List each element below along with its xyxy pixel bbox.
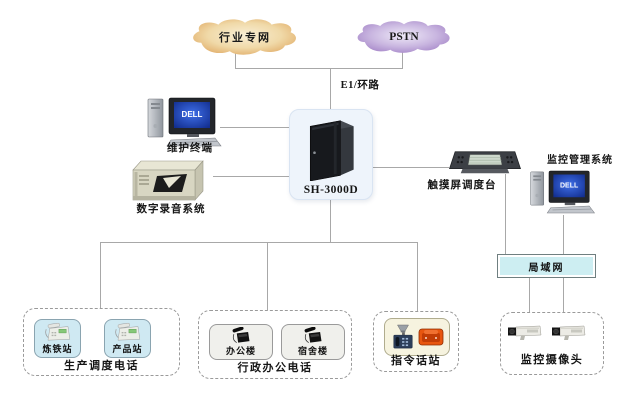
connector-line — [100, 242, 101, 308]
server-cabinet-icon — [309, 120, 354, 181]
touch-console-label: 触摸屏调度台 — [427, 179, 497, 191]
server-node: SH-3000D — [289, 109, 373, 200]
recording-system-node — [128, 158, 208, 209]
loudspeaker-phone-icon — [392, 324, 413, 349]
station-card-chanpin: 产品站 — [104, 319, 151, 358]
recording-system-label: 数字录音系统 — [136, 203, 206, 215]
camera-icon — [552, 325, 586, 340]
group-production-dispatch: 炼铁站 产品站 生产调度电话 — [23, 308, 180, 376]
connector-line — [402, 48, 403, 68]
touch-console-node — [445, 149, 525, 182]
group-cameras: 监控摄像头 — [500, 312, 604, 375]
mine-phone-icon — [418, 328, 443, 346]
connector-line — [505, 174, 506, 254]
recorder-icon — [132, 160, 204, 201]
maintenance-terminal-label: 维护终端 — [167, 142, 213, 154]
group-label: 行政办公电话 — [237, 362, 313, 374]
station-label: 宿舍楼 — [297, 346, 328, 356]
black-phone-icon — [232, 327, 250, 343]
screen-brand-text: DELL — [560, 183, 579, 190]
connector-line — [267, 242, 268, 310]
monitoring-system-label: 监控管理系统 — [547, 155, 613, 166]
cloud-icon — [193, 19, 296, 55]
connector-line — [100, 242, 418, 243]
group-label: 监控摄像头 — [520, 354, 584, 366]
connector-line — [235, 68, 403, 69]
group-label: 指令话站 — [391, 355, 441, 367]
station-card-sushelou: 宿舍楼 — [281, 324, 345, 360]
trunk-label: E1/环路 — [340, 80, 380, 91]
desktop-pc-icon: DELL — [147, 97, 222, 147]
connector-line — [220, 127, 291, 128]
connector-line — [330, 68, 331, 112]
connector-line — [529, 276, 530, 323]
touch-console-icon — [449, 151, 521, 174]
screen-brand-text: DELL — [182, 110, 203, 119]
monitoring-system-node: DELL — [528, 169, 598, 220]
connector-line — [563, 276, 564, 323]
maintenance-terminal-node: DELL — [145, 96, 225, 153]
command-station-card — [384, 318, 450, 356]
desk-phone-icon — [114, 322, 140, 341]
black-phone-icon — [304, 327, 322, 343]
station-card-lientie: 炼铁站 — [34, 319, 81, 358]
lan-node: 局域网 — [497, 254, 596, 278]
connector-line — [563, 215, 564, 254]
station-label: 产品站 — [112, 344, 143, 354]
station-card-bangonglou: 办公楼 — [209, 324, 273, 360]
group-label: 生产调度电话 — [64, 360, 139, 372]
server-model-label: SH-3000D — [303, 184, 359, 197]
station-label: 炼铁站 — [42, 344, 73, 354]
station-label: 办公楼 — [225, 346, 256, 356]
camera-icon — [508, 325, 542, 340]
lan-label: 局域网 — [528, 262, 565, 274]
desk-phone-icon — [44, 322, 70, 341]
cloud-industry-network-label: 行业专网 — [219, 32, 271, 44]
cloud-icon — [357, 21, 450, 53]
group-command-station: 指令话站 — [373, 311, 459, 372]
connector-line — [213, 176, 291, 177]
connector-line — [369, 167, 449, 168]
connector-line — [417, 242, 418, 311]
connector-line — [235, 52, 236, 68]
desktop-pc-icon: DELL — [530, 170, 596, 214]
cloud-pstn-label: PSTN — [389, 31, 419, 43]
connector-line — [330, 197, 331, 242]
group-admin-office: 办公楼 宿舍楼 行政办公电话 — [198, 310, 352, 379]
cloud-pstn: PSTN — [350, 20, 458, 54]
cloud-industry-network: 行业专网 — [186, 18, 304, 56]
